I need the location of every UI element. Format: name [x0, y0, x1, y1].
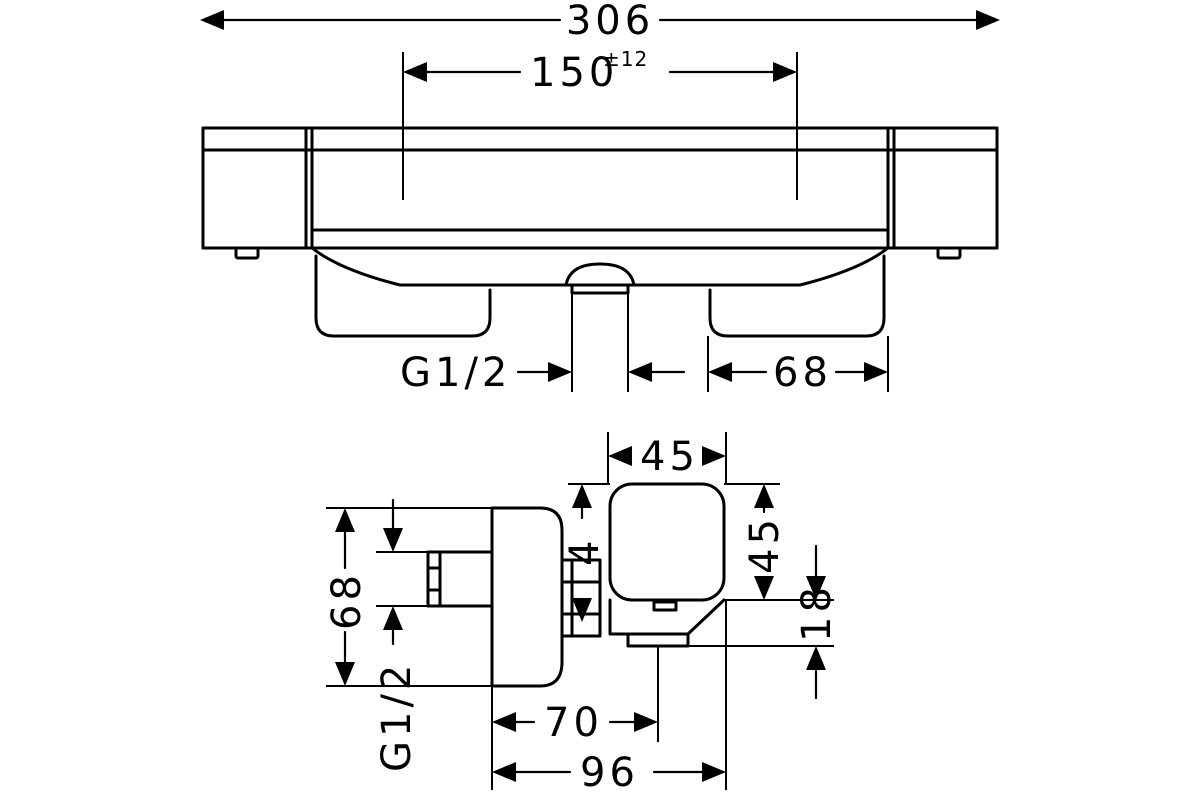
- arrowhead: [335, 662, 355, 686]
- tolerance-label: ±12: [603, 47, 648, 71]
- arrowhead: [754, 484, 774, 508]
- dimension-label-45-height: 45: [742, 515, 788, 574]
- arrowhead: [773, 62, 797, 82]
- arrowhead: [634, 712, 658, 732]
- arrowhead: [976, 10, 1000, 30]
- arrowhead: [628, 362, 652, 382]
- dimension-label-g12: G1/2: [400, 350, 511, 396]
- arrowhead: [492, 712, 516, 732]
- arrowhead: [708, 362, 732, 382]
- dimension-label-18: 18: [794, 583, 840, 642]
- dimension-label-306: 306: [566, 0, 654, 44]
- handle-right: [708, 254, 886, 338]
- arrowhead: [702, 446, 726, 466]
- dimension-label-4: 4: [562, 537, 608, 566]
- dimension-overall-width: 306: [200, 0, 1000, 44]
- dimension-label-68: 68: [773, 350, 832, 396]
- dimension-overall-depth: 96: [492, 600, 727, 796]
- dimension-label-45-width: 45: [640, 434, 699, 480]
- dimension-knob-offset: 4: [562, 483, 610, 622]
- arrowhead: [572, 598, 592, 622]
- dimension-label-150: 150: [530, 50, 618, 96]
- dimension-handle-width: 68: [707, 336, 889, 396]
- handle-left: [314, 254, 492, 338]
- arrowhead: [335, 508, 355, 532]
- arrowhead: [548, 362, 572, 382]
- front-view: 306 150 ±12: [200, 0, 1000, 396]
- knob-side: [608, 482, 726, 648]
- side-view: 45 45 18 4: [324, 432, 840, 796]
- arrowhead: [754, 576, 774, 600]
- dimension-label-g12-side: G1/2: [374, 661, 420, 772]
- arrowhead: [608, 446, 632, 466]
- dimension-spout-height: 18: [688, 544, 840, 700]
- dimension-label-96: 96: [580, 750, 639, 796]
- dimension-thread-front: G1/2: [400, 293, 686, 396]
- arrowhead: [806, 646, 826, 670]
- arrowhead: [702, 762, 726, 782]
- dimension-knob-width: 45: [607, 432, 727, 484]
- arrowhead: [200, 10, 224, 30]
- dimension-wall-to-spout: 70: [491, 646, 659, 790]
- arrowhead: [403, 62, 427, 82]
- arrowhead: [864, 362, 888, 382]
- dimension-thread-side: G1/2: [374, 498, 428, 772]
- arrowhead: [492, 762, 516, 782]
- dimension-label-68-side: 68: [324, 571, 370, 630]
- thermostat-body-front: [201, 126, 999, 260]
- lower-shell: [310, 246, 890, 295]
- arrowhead: [572, 484, 592, 508]
- dimension-center-distance: 150 ±12: [402, 47, 798, 200]
- arrowhead: [383, 606, 403, 630]
- arrowhead: [383, 528, 403, 552]
- wall-connector: [426, 550, 494, 608]
- dimension-knob-height: 45: [724, 483, 788, 601]
- dimension-label-70: 70: [544, 700, 603, 746]
- thermostat-body-side: [490, 506, 602, 688]
- arrowhead: [806, 576, 826, 600]
- dimension-body-height: 68: [324, 507, 492, 687]
